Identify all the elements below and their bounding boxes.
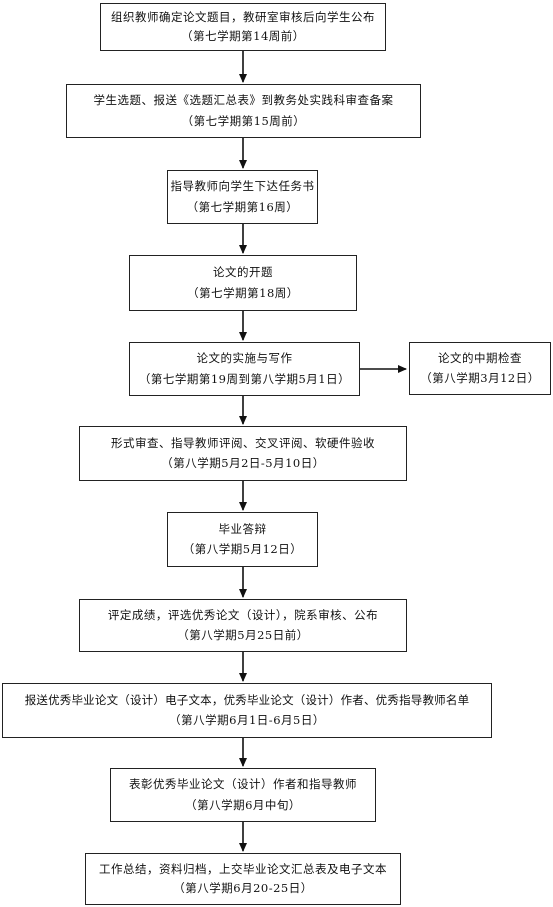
- step-8-title: 毕业答辩: [218, 521, 267, 536]
- step-1-title: 组织教师确定论文题目，教研室审核后向学生公布: [111, 10, 375, 25]
- step-7-box: 形式审查、指导教师评阅、交叉评阅、软硬件验收 （第八学期5月2日-5月10日）: [79, 426, 407, 481]
- step-11-title: 表彰优秀毕业论文（设计）作者和指导教师: [129, 777, 357, 792]
- step-4-time: （第七学期第18周）: [187, 286, 299, 300]
- step-6-time: （第八学期3月12日）: [420, 371, 540, 385]
- step-6-box: 论文的中期检查 （第八学期3月12日）: [409, 342, 551, 395]
- step-5-title: 论文的实施与写作: [196, 351, 293, 366]
- step-5-box: 论文的实施与写作 （第七学期第19周到第八学期5月1日）: [129, 342, 360, 396]
- step-4-box: 论文的开题 （第七学期第18周）: [129, 255, 357, 311]
- step-6-title: 论文的中期检查: [438, 351, 522, 365]
- step-9-title: 评定成绩，评选优秀论文（设计），院系审核、公布: [107, 608, 379, 622]
- step-9-time: （第八学期5月25日前）: [177, 628, 309, 642]
- step-10-title: 报送优秀毕业论文（设计）电子文本，优秀毕业论文（设计）作者、优秀指导教师名单: [24, 692, 470, 707]
- step-12-box: 工作总结，资料归档，上交毕业论文汇总表及电子文本 （第八学期6月20-25日）: [85, 853, 401, 905]
- step-2-box: 学生选题、报送《选题汇总表》到教务处实践科审查备案 （第七学期第15周前）: [66, 84, 421, 138]
- step-11-box: 表彰优秀毕业论文（设计）作者和指导教师 （第八学期6月中旬）: [110, 768, 376, 822]
- step-8-box: 毕业答辩 （第八学期5月12日）: [167, 512, 318, 567]
- step-12-time: （第八学期6月20-25日）: [173, 881, 313, 896]
- step-12-title: 工作总结，资料归档，上交毕业论文汇总表及电子文本: [99, 861, 387, 876]
- step-10-box: 报送优秀毕业论文（设计）电子文本，优秀毕业论文（设计）作者、优秀指导教师名单 （…: [2, 683, 492, 738]
- step-1-time: （第七学期第14周前）: [181, 28, 305, 43]
- step-8-time: （第八学期5月12日）: [182, 542, 303, 557]
- step-3-box: 指导教师向学生下达任务书 （第七学期第16周）: [167, 170, 318, 224]
- step-2-title: 学生选题、报送《选题汇总表》到教务处实践科审查备案: [93, 93, 394, 108]
- step-7-time: （第八学期5月2日-5月10日）: [161, 456, 325, 471]
- step-7-title: 形式审查、指导教师评阅、交叉评阅、软硬件验收: [111, 435, 375, 450]
- step-5-time: （第七学期第19周到第八学期5月1日）: [138, 371, 351, 386]
- step-1-box: 组织教师确定论文题目，教研室审核后向学生公布 （第七学期第14周前）: [100, 3, 386, 51]
- step-4-title: 论文的开题: [213, 265, 273, 279]
- step-3-title: 指导教师向学生下达任务书: [170, 179, 315, 194]
- step-3-time: （第七学期第16周）: [186, 199, 299, 214]
- step-2-time: （第七学期第15周前）: [181, 113, 306, 128]
- step-11-time: （第八学期6月中旬）: [185, 797, 301, 812]
- step-10-time: （第八学期6月1日-6月5日）: [169, 713, 325, 728]
- step-9-box: 评定成绩，评选优秀论文（设计），院系审核、公布 （第八学期5月25日前）: [79, 599, 407, 652]
